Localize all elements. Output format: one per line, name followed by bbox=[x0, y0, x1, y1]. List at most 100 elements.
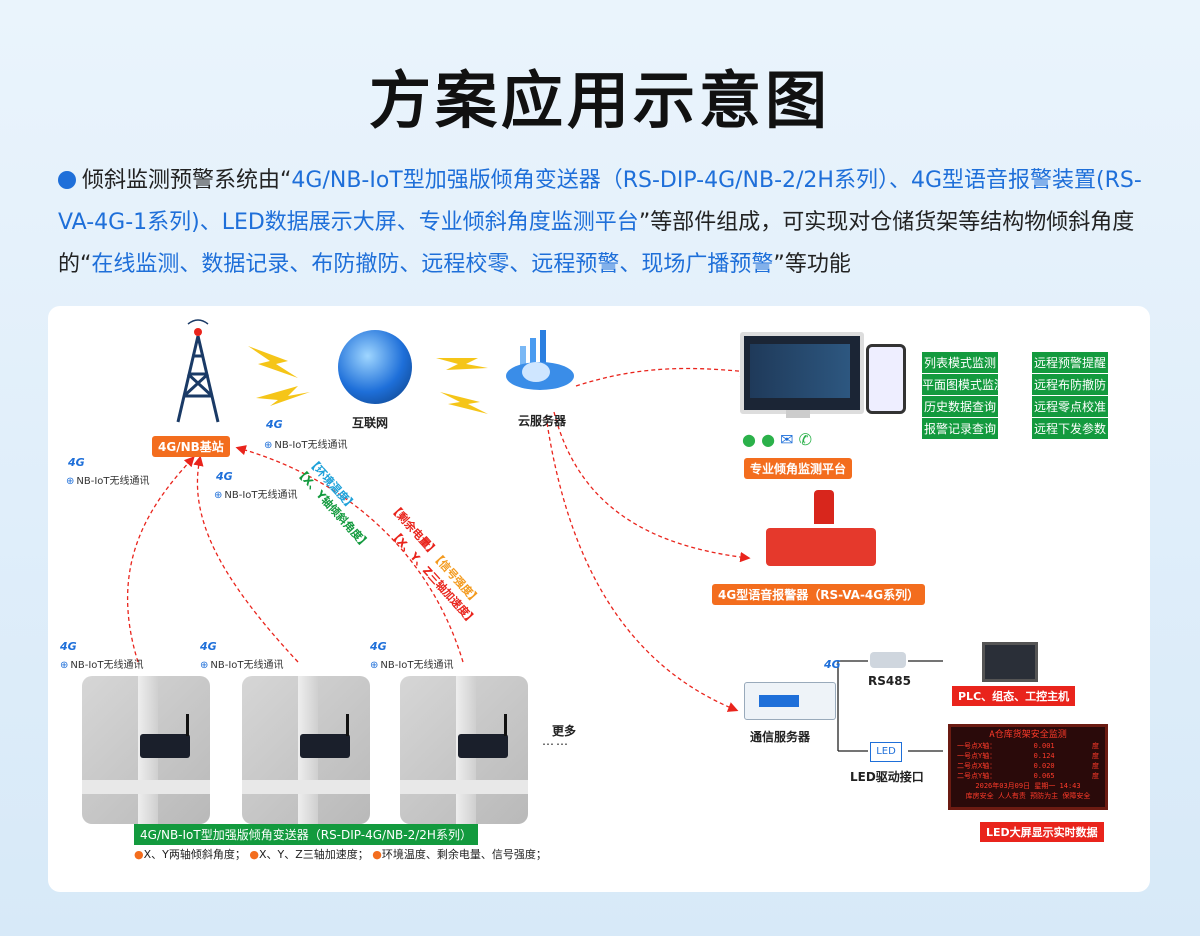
feature-item: 平面图模式监测 bbox=[922, 374, 1006, 395]
comm-server-icon bbox=[744, 682, 836, 720]
plc-label: PLC、组态、工控主机 bbox=[952, 686, 1076, 706]
diagram-panel: 4G/NB基站 互联网 云服务器 ● ● ✉ ✆ 专业倾角监测平台 列表模式监测… bbox=[48, 306, 1150, 892]
connection-lines bbox=[126, 346, 943, 752]
internet-label: 互联网 bbox=[352, 416, 389, 430]
led-unit: 度 bbox=[1091, 752, 1099, 760]
intro-text-2: ”等部件组成，可实现对仓储货架等结构物倾斜角度的“ bbox=[58, 210, 1135, 277]
lightning-icon bbox=[248, 346, 298, 378]
led-driver-icon: LED bbox=[870, 742, 902, 762]
comm-server-label: 通信服务器 bbox=[750, 730, 811, 744]
cloud-server-icon bbox=[506, 330, 574, 390]
bullet-icon: ● bbox=[134, 848, 144, 861]
fourg-icon: 4G bbox=[68, 456, 85, 469]
intro-text-3: ”等功能 bbox=[773, 252, 851, 277]
link-cloud-comm bbox=[545, 415, 739, 712]
alarm-light-icon bbox=[814, 490, 834, 524]
led-screen-label: LED大屏显示实时数据 bbox=[980, 822, 1104, 842]
sms-icon: ● bbox=[761, 430, 776, 449]
led-key: 一号点X轴： bbox=[957, 742, 997, 750]
intro-components: 4G/NB-IoT型加强版倾角变送器（RS-DIP-4G/NB-2/2H系列）、… bbox=[58, 168, 1142, 235]
call-icon: ✆ bbox=[798, 430, 813, 449]
lightning-icon bbox=[436, 358, 488, 370]
led-unit: 度 bbox=[1091, 772, 1099, 780]
alarm-speaker-icon bbox=[766, 528, 876, 566]
link-cloud-alarm bbox=[553, 411, 751, 563]
measure-item: 环境温度、剩余电量、信号强度； bbox=[381, 848, 547, 861]
more-dots-icon: …… bbox=[542, 734, 570, 748]
fourg-icon: 4G bbox=[370, 640, 387, 653]
bullet-icon: ● bbox=[372, 848, 382, 861]
link-cloud-platform bbox=[575, 366, 751, 387]
rs485-port-icon bbox=[870, 652, 906, 668]
nb-iot-label: ⊕NB-IoT无线通讯 bbox=[60, 660, 144, 671]
led-value: 0.124 bbox=[1033, 752, 1055, 760]
alarm-label: 4G型语音报警器（RS-VA-4G系列） bbox=[712, 584, 926, 605]
comm-4g-icon: 4G bbox=[824, 658, 841, 671]
feature-item: 远程预警提醒 bbox=[1032, 352, 1108, 373]
link-device2-base bbox=[193, 455, 299, 663]
led-value: 0.065 bbox=[1033, 772, 1055, 780]
led-row: 一号点X轴： 0.001 度 bbox=[957, 741, 1099, 751]
bullet-dot-icon bbox=[58, 171, 76, 189]
led-value: 0.001 bbox=[1033, 742, 1055, 750]
mail-icon: ✉ bbox=[780, 430, 794, 449]
tower-icon bbox=[176, 319, 220, 423]
feature-item: 远程零点校准 bbox=[1032, 396, 1108, 417]
led-row: 二号点Y轴： 0.065 度 bbox=[957, 771, 1099, 781]
rs485-label: RS485 bbox=[868, 674, 911, 688]
led-unit: 度 bbox=[1091, 762, 1099, 770]
phone-icon bbox=[866, 344, 906, 414]
device-photo bbox=[82, 676, 210, 824]
lightning-icon bbox=[440, 392, 488, 414]
fourg-icon: 4G bbox=[266, 418, 283, 431]
message-icons: ● ● ✉ ✆ bbox=[742, 430, 812, 449]
wechat-icon: ● bbox=[742, 430, 756, 449]
led-slogan: 库房安全 人人有责 预防为主 保障安全 bbox=[965, 792, 1091, 800]
base-station-label: 4G/NB基站 bbox=[152, 436, 230, 457]
led-row: 二号点X轴： 0.020 度 bbox=[957, 761, 1099, 771]
fourg-icon: 4G bbox=[200, 640, 217, 653]
led-key: 一号点Y轴： bbox=[957, 752, 997, 760]
led-key: 二号点X轴： bbox=[957, 762, 997, 770]
led-screen: A仓库货架安全监测 一号点X轴： 0.001 度 一号点Y轴： 0.124 度 二号点X… bbox=[948, 724, 1108, 810]
fourg-icon: 4G bbox=[60, 640, 77, 653]
measure-item: X、Y两轴倾斜角度； bbox=[143, 848, 246, 861]
page-title: 方案应用示意图 bbox=[368, 64, 831, 137]
link-device3-base bbox=[235, 445, 464, 663]
intro-text-1: 倾斜监测预警系统由“ bbox=[82, 168, 292, 193]
nb-iot-label: ⊕NB-IoT无线通讯 bbox=[370, 660, 454, 671]
nb-iot-label: ⊕NB-IoT无线通讯 bbox=[264, 440, 348, 451]
feature-item: 列表模式监测 bbox=[922, 352, 998, 373]
feature-item: 历史数据查询 bbox=[922, 396, 998, 417]
led-row: 一号点Y轴： 0.124 度 bbox=[957, 751, 1099, 761]
feature-item: 远程下发参数 bbox=[1032, 418, 1108, 439]
bullet-icon: ● bbox=[249, 848, 259, 861]
led-unit: 度 bbox=[1091, 742, 1099, 750]
monitor-icon bbox=[740, 332, 864, 414]
led-date: 2026年03月09日 星期一 14:43 bbox=[975, 782, 1081, 790]
nb-iot-label: ⊕NB-IoT无线通讯 bbox=[66, 476, 150, 487]
fourg-icon: 4G bbox=[216, 470, 233, 483]
device-photo bbox=[242, 676, 370, 824]
nb-iot-label: ⊕NB-IoT无线通讯 bbox=[214, 490, 298, 501]
link-device1-base bbox=[126, 456, 195, 663]
led-key: 二号点Y轴： bbox=[957, 772, 997, 780]
intro-paragraph: 倾斜监测预警系统由“4G/NB-IoT型加强版倾角变送器（RS-DIP-4G/N… bbox=[58, 160, 1153, 286]
intro-functions: 在线监测、数据记录、布防撤防、远程校零、远程预警、现场广播预警 bbox=[91, 252, 774, 277]
nb-iot-label: ⊕NB-IoT无线通讯 bbox=[200, 660, 284, 671]
transmitter-label: 4G/NB-IoT型加强版倾角变送器（RS-DIP-4G/NB-2/2H系列） bbox=[134, 824, 478, 845]
device-photo bbox=[400, 676, 528, 824]
measure-list: ●X、Y两轴倾斜角度； ●X、Y、Z三轴加速度； ●环境温度、剩余电量、信号强度… bbox=[134, 846, 547, 862]
feature-item: 报警记录查询 bbox=[922, 418, 998, 439]
led-value: 0.020 bbox=[1033, 762, 1055, 770]
led-title: A仓库货架安全监测 bbox=[989, 730, 1067, 740]
cloud-label: 云服务器 bbox=[518, 414, 567, 428]
monitor-stand bbox=[786, 410, 810, 418]
measure-item: X、Y、Z三轴加速度； bbox=[258, 848, 369, 861]
globe-icon bbox=[338, 330, 412, 404]
led-iface-label: LED驱动接口 bbox=[850, 770, 924, 784]
platform-label: 专业倾角监测平台 bbox=[744, 458, 853, 479]
lightning-icon bbox=[256, 386, 310, 406]
feature-item: 远程布防撤防 bbox=[1032, 374, 1108, 395]
plc-screen-icon bbox=[982, 642, 1038, 682]
